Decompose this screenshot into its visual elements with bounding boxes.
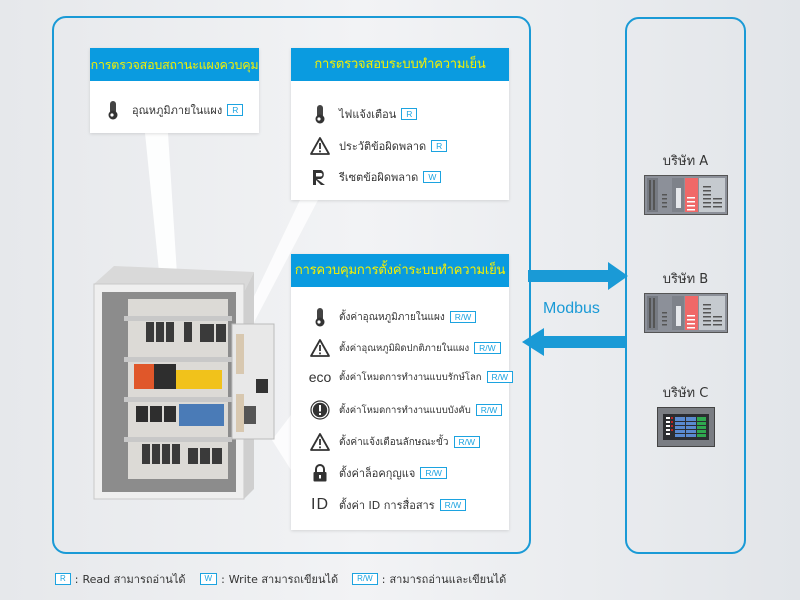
thermometer-icon xyxy=(305,104,335,124)
access-tag: R/W xyxy=(449,311,477,323)
company-c: บริษัท C xyxy=(625,382,746,451)
eco-icon: eco xyxy=(308,369,332,385)
thermometer-icon xyxy=(305,307,335,327)
thermometer-icon xyxy=(98,100,128,120)
id-icon: ID xyxy=(311,496,329,513)
access-legend: R : Read สามารถอ่านได้ W : Write สามารถเ… xyxy=(55,570,520,588)
breakers-row-1 xyxy=(146,322,226,342)
plc-row xyxy=(134,364,222,389)
warning-icon xyxy=(305,338,335,358)
check-item-alarm-light: ไฟแจ้งเตือน R xyxy=(305,104,418,124)
access-tag: R xyxy=(401,108,418,120)
modbus-label: Modbus xyxy=(543,300,600,317)
access-tag: R/W xyxy=(486,371,514,383)
control-item-polarity-alert: ตั้งค่าแจ้งเตือนลักษณะขั้ว R/W xyxy=(305,432,481,452)
status-item-temperature: อุณหภูมิภายในแผง R xyxy=(98,100,244,120)
hmi-panel-icon xyxy=(656,407,715,447)
control-item-comm-id: ID ตั้งค่า ID การสื่อสาร R/W xyxy=(305,496,467,514)
control-item-temperature: ตั้งค่าอุณหภูมิภายในแผง R/W xyxy=(305,307,477,327)
lock-icon xyxy=(305,464,335,482)
access-tag: R xyxy=(431,140,448,152)
plc-device-icon xyxy=(643,293,728,333)
warning-icon xyxy=(305,432,335,452)
companies-frame xyxy=(625,17,746,554)
panel-status-title: การตรวจสอบสถานะแผงควบคุม xyxy=(90,48,259,81)
panel-status-check: การตรวจสอบสถานะแผงควบคุม อุณหภูมิภายในแผ… xyxy=(90,48,259,133)
legend-item-write: W : Write สามารถเขียนได้ xyxy=(199,570,338,588)
panel-control-title: การควบคุมการตั้งค่าระบบทำความเย็น xyxy=(291,254,509,287)
panel-cooling-control: การควบคุมการตั้งค่าระบบทำความเย็น ตั้งค่… xyxy=(291,254,514,530)
access-tag: R/W xyxy=(453,436,481,448)
access-tag: W xyxy=(199,573,218,585)
access-tag: R/W xyxy=(475,404,503,416)
legend-item-read-write: R/W : สามารถอ่านและเขียนได้ xyxy=(352,570,506,588)
plc-device-icon xyxy=(643,175,728,215)
legend-separator: : xyxy=(221,572,225,586)
company-b: บริษัท B xyxy=(625,268,746,337)
check-item-error-reset: รีเซตข้อผิดพลาด W xyxy=(305,168,442,186)
access-tag: W xyxy=(423,171,442,183)
warning-icon xyxy=(305,136,335,156)
access-tag: R/W xyxy=(439,499,467,511)
access-tag: R xyxy=(55,573,71,585)
access-tag: R/W xyxy=(474,342,501,354)
panel-system-frame xyxy=(52,16,531,554)
check-item-error-history: ประวัติข้อผิดพลาด R xyxy=(305,136,448,156)
beam-check xyxy=(238,200,318,330)
legend-separator: : xyxy=(381,572,386,586)
legend-item-read: R : Read สามารถอ่านได้ xyxy=(55,570,186,588)
beam-control xyxy=(272,415,291,470)
access-tag: R/W xyxy=(352,573,378,585)
arrow-left-icon xyxy=(522,328,626,356)
panel-check-title: การตรวจสอบระบบทำความเย็น xyxy=(291,48,509,81)
control-item-abnormal-temperature: ตั้งค่าอุณหภูมิผิดปกติภายในแผง R/W xyxy=(305,338,501,358)
access-tag: R xyxy=(227,104,244,116)
exclamation-circle-icon xyxy=(305,400,335,420)
arrow-right-icon xyxy=(528,262,628,290)
panel-cooling-check: การตรวจสอบระบบทำความเย็น ไฟแจ้งเตือน R ป… xyxy=(291,48,509,200)
control-item-key-lock: ตั้งค่าล็อคกุญแจ R/W xyxy=(305,464,447,482)
reset-r-icon xyxy=(305,168,335,186)
breakers-row-2 xyxy=(142,444,222,464)
control-item-eco-mode: eco ตั้งค่าโหมดการทำงานแบบรักษ์โลก R/W xyxy=(305,369,514,385)
terminal-row xyxy=(136,404,224,426)
control-item-force-mode: ตั้งค่าโหมดการทำงานแบบบังคับ R/W xyxy=(305,400,503,420)
control-cabinet-illustration xyxy=(93,266,275,500)
access-tag: R/W xyxy=(420,467,447,479)
company-a: บริษัท A xyxy=(625,150,746,219)
cooling-unit xyxy=(231,323,275,440)
